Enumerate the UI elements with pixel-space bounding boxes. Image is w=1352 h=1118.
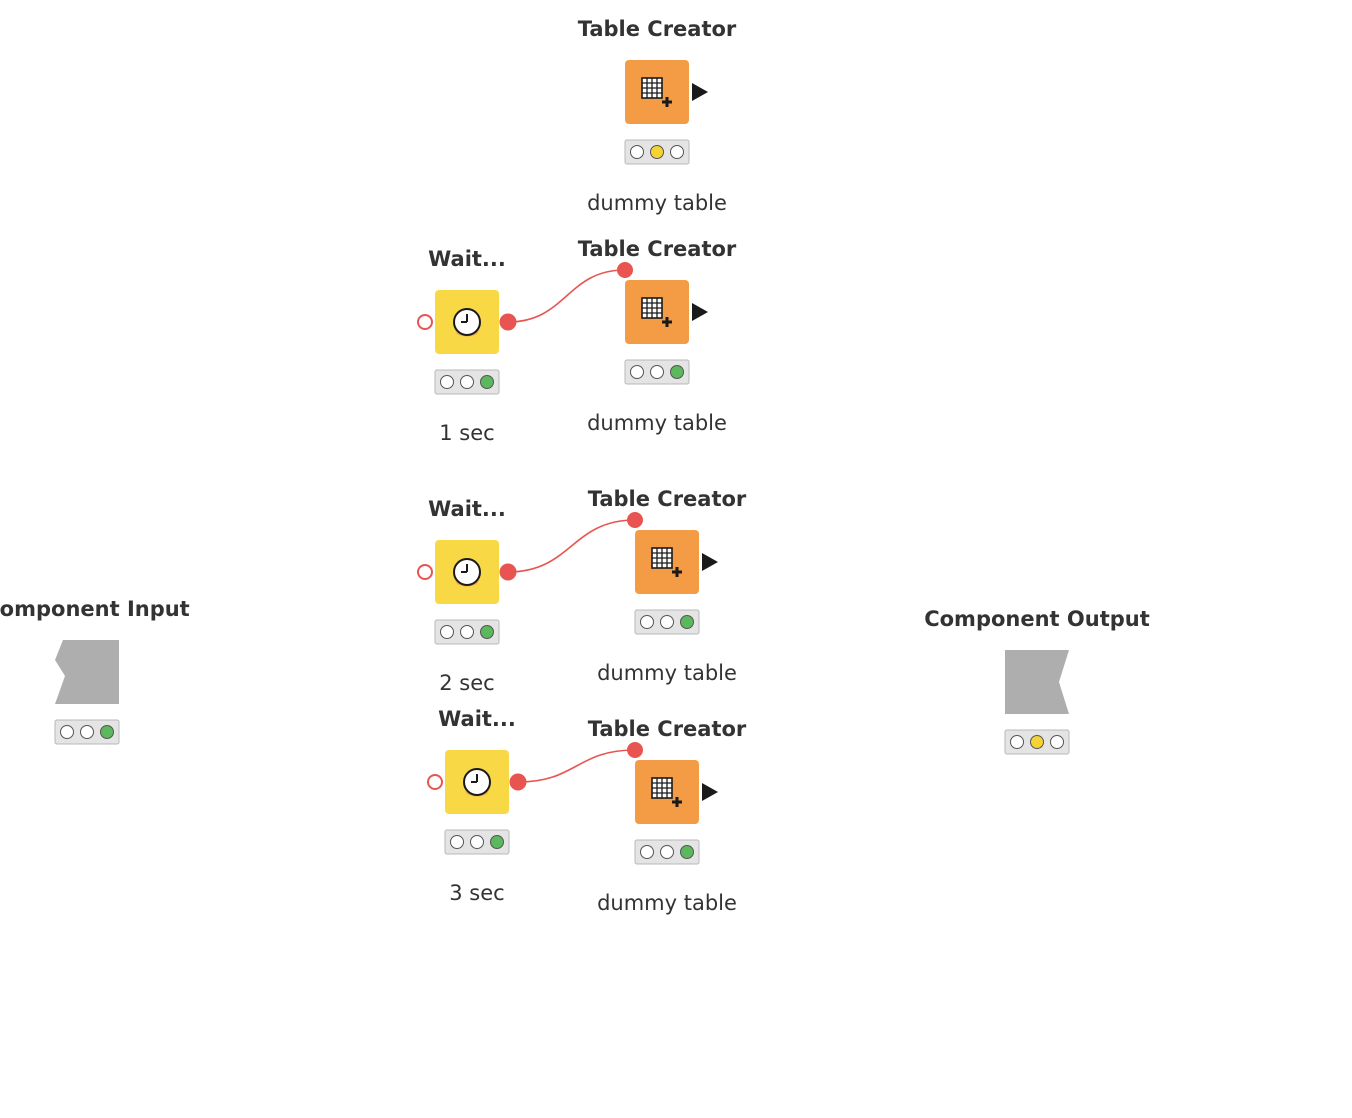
status-light-green xyxy=(1050,735,1064,749)
node-table-creator-2[interactable]: Table Creator dummy table xyxy=(578,237,737,435)
status-light-red xyxy=(440,375,454,389)
status-light-yellow xyxy=(650,145,664,159)
status-light-yellow xyxy=(660,615,674,629)
output-port-arrow[interactable] xyxy=(692,83,708,101)
node-status-indicator xyxy=(634,839,700,865)
status-light-yellow xyxy=(1030,735,1044,749)
output-port-arrow[interactable] xyxy=(692,303,708,321)
node-status-indicator xyxy=(624,359,690,385)
status-light-yellow xyxy=(650,365,664,379)
node-title: Component Input xyxy=(0,597,190,621)
node-status-indicator xyxy=(624,139,690,165)
status-light-red xyxy=(60,725,74,739)
status-light-yellow xyxy=(80,725,94,739)
status-light-yellow xyxy=(660,845,674,859)
flow-variable-connection[interactable] xyxy=(517,749,636,783)
node-table-creator-3[interactable]: Table Creator dummy table xyxy=(588,487,747,685)
node-title: Table Creator xyxy=(578,237,737,261)
node-title: Wait... xyxy=(428,497,506,521)
status-light-yellow xyxy=(460,625,474,639)
node-status-indicator xyxy=(634,609,700,635)
node-status-indicator xyxy=(444,829,510,855)
flow-variable-connection[interactable] xyxy=(507,269,626,323)
node-label[interactable]: 2 sec xyxy=(439,671,494,695)
status-light-red xyxy=(640,845,654,859)
status-light-yellow xyxy=(460,375,474,389)
flow-variable-output-port[interactable] xyxy=(499,563,517,581)
status-light-red xyxy=(440,625,454,639)
status-light-green xyxy=(670,145,684,159)
connections-layer xyxy=(507,262,643,783)
flow-variable-output-port[interactable] xyxy=(499,313,517,331)
flow-variable-output-port[interactable] xyxy=(509,773,527,791)
table-plus-icon xyxy=(641,297,672,327)
node-label[interactable]: dummy table xyxy=(597,661,737,685)
flow-variable-input-port[interactable] xyxy=(627,512,643,528)
node-label[interactable]: 3 sec xyxy=(449,881,504,905)
status-light-green xyxy=(490,835,504,849)
node-component-input[interactable]: Component Input xyxy=(0,597,190,745)
node-label[interactable]: 1 sec xyxy=(439,421,494,445)
output-port-arrow[interactable] xyxy=(702,783,718,801)
table-plus-icon xyxy=(641,77,672,107)
node-status-indicator xyxy=(1004,729,1070,755)
node-label[interactable]: dummy table xyxy=(587,411,727,435)
clock-icon xyxy=(453,308,481,337)
status-light-red xyxy=(630,145,644,159)
node-wait-1[interactable]: Wait... 1 sec xyxy=(417,247,517,445)
status-light-green xyxy=(100,725,114,739)
flow-variable-input-port[interactable] xyxy=(617,262,633,278)
status-light-red xyxy=(640,615,654,629)
clock-icon xyxy=(453,558,481,587)
node-status-indicator xyxy=(434,369,500,395)
status-light-green xyxy=(480,375,494,389)
table-plus-icon xyxy=(651,547,682,577)
node-status-indicator xyxy=(54,719,120,745)
status-light-yellow xyxy=(470,835,484,849)
node-title: Table Creator xyxy=(588,487,747,511)
flow-variable-connection[interactable] xyxy=(507,519,636,573)
flow-variable-input-port[interactable] xyxy=(417,564,433,580)
table-plus-icon xyxy=(651,777,682,807)
node-wait-3[interactable]: Wait... 3 sec xyxy=(427,707,527,905)
output-port-arrow[interactable] xyxy=(702,553,718,571)
node-status-indicator xyxy=(434,619,500,645)
node-table-creator-1[interactable]: Table Creator dummy table xyxy=(578,17,737,215)
status-light-green xyxy=(670,365,684,379)
status-light-red xyxy=(1010,735,1024,749)
status-light-red xyxy=(630,365,644,379)
flow-variable-input-port[interactable] xyxy=(417,314,433,330)
node-table-creator-4[interactable]: Table Creator dummy table xyxy=(588,717,747,915)
status-light-green xyxy=(680,845,694,859)
node-title: Wait... xyxy=(438,707,516,731)
node-title: Table Creator xyxy=(588,717,747,741)
node-label[interactable]: dummy table xyxy=(597,891,737,915)
node-component-output[interactable]: Component Output xyxy=(924,607,1150,755)
node-title: Wait... xyxy=(428,247,506,271)
node-title: Table Creator xyxy=(578,17,737,41)
component-input-node-body[interactable] xyxy=(55,640,119,704)
status-light-green xyxy=(680,615,694,629)
flow-variable-input-port[interactable] xyxy=(627,742,643,758)
clock-icon xyxy=(463,768,491,797)
status-light-red xyxy=(450,835,464,849)
node-label[interactable]: dummy table xyxy=(587,191,727,215)
status-light-green xyxy=(480,625,494,639)
component-output-node-body[interactable] xyxy=(1005,650,1069,714)
node-wait-2[interactable]: Wait... 2 sec xyxy=(417,497,517,695)
flow-variable-input-port[interactable] xyxy=(427,774,443,790)
node-title: Component Output xyxy=(924,607,1150,631)
